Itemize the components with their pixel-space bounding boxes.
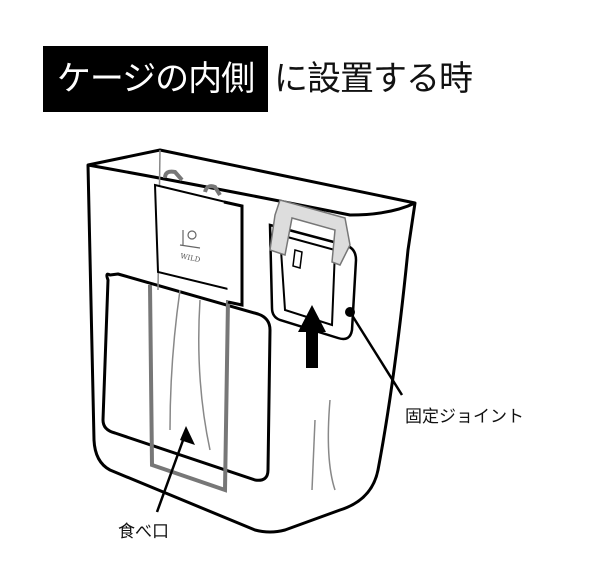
joint-indicator-dot bbox=[345, 307, 355, 317]
joint-leader-line bbox=[348, 311, 404, 396]
brand-tag bbox=[153, 183, 244, 307]
sun-tree-logo-icon bbox=[179, 230, 201, 249]
joint-clip bbox=[269, 199, 351, 266]
up-arrow-icon bbox=[298, 305, 326, 368]
port-arrow-head-icon bbox=[180, 426, 195, 445]
feeding-port-label: 食べ口 bbox=[118, 522, 169, 542]
fixing-joint-label: 固定ジョイント bbox=[405, 407, 524, 427]
container-outline bbox=[86, 148, 417, 534]
container-rim bbox=[87, 163, 416, 217]
title-text: に設置する時 bbox=[274, 59, 473, 99]
feeding-opening bbox=[101, 272, 272, 482]
title-highlight: ケージの内側 bbox=[43, 46, 268, 112]
port-leader-line bbox=[155, 431, 188, 513]
